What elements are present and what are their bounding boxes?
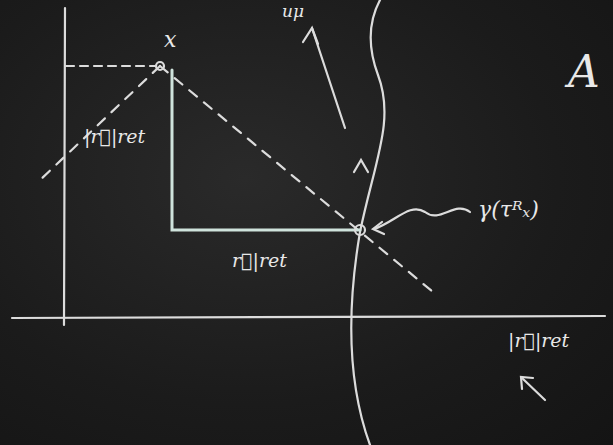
- worldline: [351, 0, 384, 445]
- retarded-point: [355, 225, 365, 235]
- light-cone-line: [160, 66, 433, 292]
- pointer-arrowhead: [373, 222, 384, 234]
- velocity-arrowhead: [303, 28, 318, 44]
- separation-label: r⃗|ret: [232, 250, 287, 271]
- distance-label: |r⃗|ret: [508, 330, 569, 351]
- pointer-squiggle: [374, 209, 470, 229]
- light-cone-line: [38, 66, 160, 182]
- worldline-arrow: [354, 160, 368, 172]
- field-point: [156, 62, 164, 70]
- space-axis: [12, 316, 605, 318]
- velocity-label: uμ: [282, 2, 304, 21]
- guide-line: [66, 65, 156, 67]
- pointer-line: [522, 378, 545, 400]
- pointer-arrowhead: [521, 377, 533, 389]
- time-axis: [64, 8, 65, 325]
- worldline-point-label: γ(τᴿₓ): [478, 198, 539, 222]
- board-letter: A: [568, 48, 600, 96]
- distance-label: |r⃗|ret: [84, 126, 145, 147]
- point-label: x: [164, 28, 176, 52]
- separation-legs: [172, 70, 360, 230]
